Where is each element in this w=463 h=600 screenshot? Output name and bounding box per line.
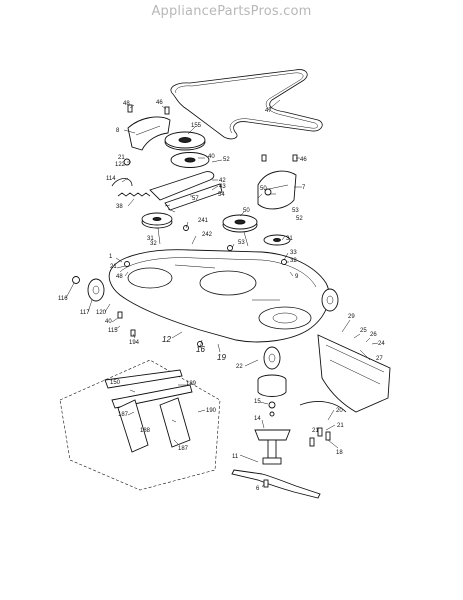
label-190: 190 [206, 408, 217, 414]
label-21-bolt: 21 [312, 428, 319, 434]
label-38: 38 [116, 204, 123, 210]
label-21-deck: 21 [110, 264, 117, 270]
label-54: 54 [218, 192, 225, 198]
label-29: 29 [348, 314, 355, 320]
label-25: 25 [360, 328, 367, 334]
label-52-right: 52 [296, 216, 303, 222]
label-242: 242 [202, 232, 213, 238]
label-187-left: 187 [118, 412, 129, 418]
pulley-left-mid [141, 212, 173, 229]
label-31-right: 31 [286, 236, 293, 242]
label-31-left: 31 [147, 236, 154, 242]
spindle-assembly [254, 374, 291, 465]
label-114: 114 [106, 176, 116, 182]
label-150: 150 [110, 380, 121, 386]
label-194: 194 [129, 340, 140, 346]
label-47: 47 [265, 108, 272, 114]
label-122: 122 [115, 162, 126, 168]
label-46-top: 46 [156, 100, 163, 106]
label-8: 8 [116, 128, 120, 134]
label-24: 24 [378, 341, 385, 347]
belt-cover-left [127, 116, 171, 151]
label-22: 22 [236, 364, 243, 370]
label-57: 57 [192, 196, 199, 202]
label-187-right: 187 [178, 446, 189, 452]
label-21-spindle: 21 [337, 423, 344, 429]
label-15: 15 [254, 399, 261, 405]
label-48-deck: 48 [116, 274, 123, 280]
drive-belt [170, 69, 323, 140]
label-53-top: 53 [292, 208, 299, 214]
label-40-deck: 40 [105, 319, 112, 325]
idler-arm-bracket [149, 171, 223, 211]
label-116: 116 [58, 296, 68, 302]
gauge-wheel-left [72, 276, 105, 302]
pulley-right-mid [222, 214, 291, 246]
idler-spring [111, 178, 151, 197]
discharge-chute [299, 334, 391, 413]
label-32-right: 32 [290, 258, 297, 264]
label-42: 42 [219, 178, 226, 184]
label-19: 19 [217, 353, 226, 362]
label-120: 120 [96, 310, 107, 316]
label-189: 189 [186, 381, 197, 387]
gauge-wheel-right [321, 288, 339, 312]
label-21-left: 21 [118, 155, 125, 161]
label-12: 12 [162, 335, 171, 344]
part-number-labels: 48 46 47 8 155 40 52 46 7 21 122 114 42 … [58, 100, 385, 492]
label-32-left: 32 [150, 241, 157, 247]
label-46-right: 46 [300, 157, 307, 163]
label-48-top: 48 [123, 101, 130, 107]
label-241: 241 [198, 218, 209, 224]
watermark: AppliancePartsPros.com [151, 4, 312, 19]
label-33: 33 [290, 250, 297, 256]
label-50-mid: 50 [243, 208, 250, 214]
label-52-top: 52 [223, 157, 230, 163]
idler-pulley-top [164, 131, 210, 168]
label-14: 14 [254, 416, 261, 422]
label-18: 18 [336, 450, 343, 456]
label-16: 16 [196, 345, 205, 354]
label-43: 43 [219, 184, 226, 190]
spindle-bolts [309, 427, 331, 447]
label-26: 26 [370, 332, 377, 338]
label-40-top: 40 [208, 154, 215, 160]
label-7: 7 [302, 185, 306, 191]
label-117: 117 [80, 310, 90, 316]
leader-lines [65, 99, 379, 488]
mulch-kit-group [59, 359, 221, 491]
label-11: 11 [232, 454, 239, 460]
mower-deck-housing [108, 249, 330, 343]
label-188: 188 [140, 428, 151, 434]
label-1: 1 [109, 254, 113, 260]
label-115: 115 [108, 328, 118, 334]
label-9: 9 [295, 274, 299, 280]
mower-blade [231, 469, 321, 499]
label-27: 27 [376, 356, 383, 362]
label-155: 155 [191, 123, 202, 129]
gauge-wheel-bottom [263, 346, 281, 370]
label-6: 6 [256, 486, 260, 492]
label-53-mid: 53 [238, 240, 245, 246]
label-50-top: 50 [260, 186, 267, 192]
label-20: 20 [336, 408, 343, 414]
